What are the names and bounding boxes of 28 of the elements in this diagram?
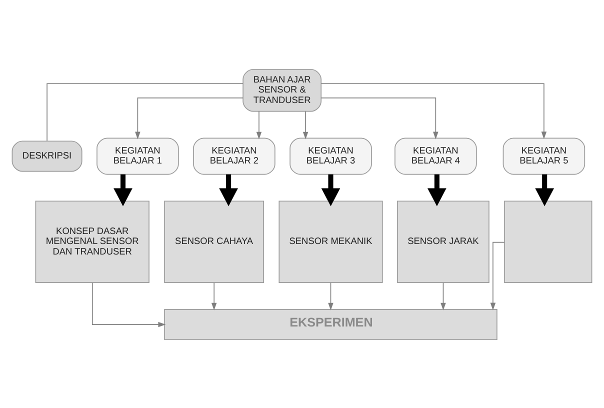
node-box: KONSEP DASAR MENGENAL SENSOR DAN TRANDUSER [35,200,150,282]
node-box: KEGIATAN BELAJAR 4 [394,137,477,174]
arrow [219,174,238,206]
connector [46,82,244,141]
arrow [321,174,340,206]
arrow [427,174,446,206]
arrow [211,282,217,310]
node-box: SENSOR MEKANIK [278,200,383,282]
arrow [256,110,262,139]
node-box: SENSOR CAHAYA [164,200,264,282]
node-box: KEGIATAN BELAJAR 5 [502,137,586,174]
node-box: KEGIATAN BELAJAR 1 [96,137,179,174]
node-box: SENSOR JARAK [397,200,490,282]
arrow [92,282,166,327]
node-box: KEGIATAN BELAJAR 2 [193,137,276,174]
arrow [535,174,554,206]
node-box: KEGIATAN BELAJAR 3 [290,137,372,174]
arrow [302,110,308,139]
arrow [320,82,547,139]
node-box: DESKRIPSI [12,140,82,172]
node-box: BAHAN AJAR SENSOR & TRANDUSER [242,68,322,112]
arrow [440,282,446,310]
arrow [320,96,438,139]
node-box: EKSPERIMEN [164,308,498,340]
arrow [328,282,334,310]
node-box [504,200,592,282]
arrow [114,174,132,206]
arrow [135,96,244,139]
